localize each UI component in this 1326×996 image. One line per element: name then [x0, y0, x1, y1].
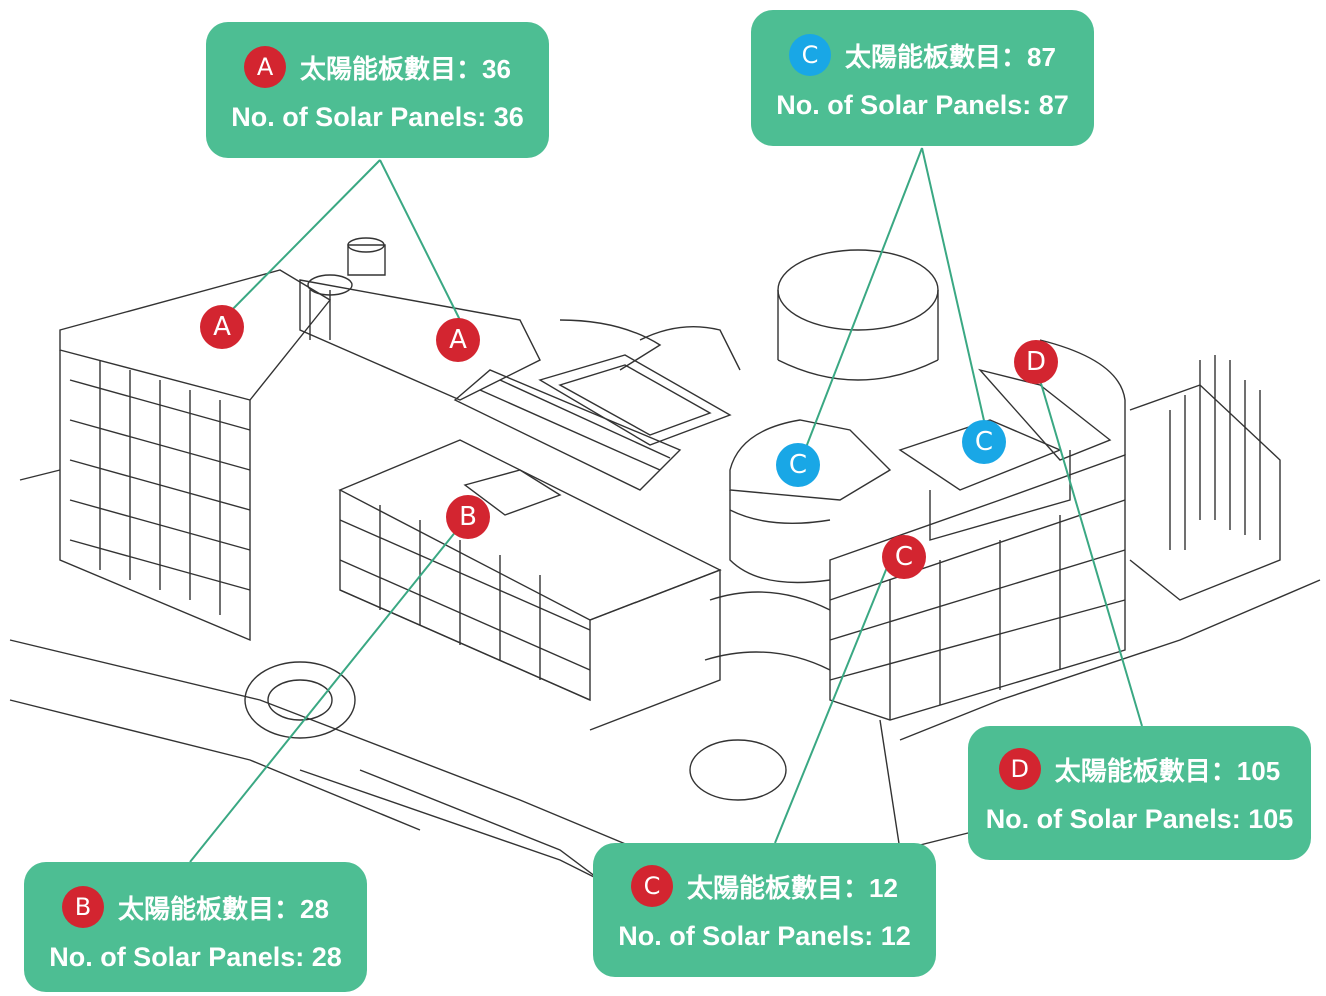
badge-d: D — [998, 748, 1041, 790]
badge-c-wall: C — [631, 865, 674, 907]
leader-d — [1039, 379, 1143, 727]
marker-c-wall: C — [882, 535, 926, 579]
callout-d: D 太陽能板數目：105 No. of Solar Panels: 105 — [968, 726, 1311, 860]
marker-a-left: A — [200, 305, 244, 349]
leader-c-wall — [774, 559, 891, 844]
callout-c-roof-zh-label: 太陽能板數目：87 — [845, 41, 1056, 72]
leader-c-left — [804, 147, 923, 451]
callout-a-zh-label: 太陽能板數目：36 — [300, 53, 511, 84]
callout-b-en-label: No. of Solar Panels: 28 — [49, 942, 342, 972]
callout-c-roof-en-label: No. of Solar Panels: 87 — [776, 90, 1069, 120]
marker-c-right: C — [962, 420, 1006, 464]
badge-c-roof: C — [789, 34, 832, 76]
callout-a: A 太陽能板數目：36 No. of Solar Panels: 36 — [206, 22, 549, 158]
leader-lines — [189, 147, 1143, 863]
callout-b-zh-label: 太陽能板數目：28 — [118, 893, 329, 924]
leader-a-right — [379, 159, 461, 321]
callout-c-wall-zh-label: 太陽能板數目：12 — [687, 872, 898, 903]
badge-b: B — [62, 886, 105, 928]
callout-b: B 太陽能板數目：28 No. of Solar Panels: 28 — [24, 862, 367, 992]
callout-a-en-label: No. of Solar Panels: 36 — [231, 102, 524, 132]
marker-c-left: C — [776, 443, 820, 487]
callout-c-wall-en-label: No. of Solar Panels: 12 — [618, 921, 911, 951]
leader-a-left — [221, 159, 381, 321]
callout-c-roof: C 太陽能板數目：87 No. of Solar Panels: 87 — [751, 10, 1094, 146]
callout-d-zh-label: 太陽能板數目：105 — [1054, 755, 1281, 786]
marker-a-right: A — [436, 318, 480, 362]
leader-c-right — [921, 147, 986, 426]
callout-d-en-label: No. of Solar Panels: 105 — [985, 804, 1294, 834]
leader-b — [189, 519, 466, 863]
callout-c-wall: C 太陽能板數目：12 No. of Solar Panels: 12 — [593, 843, 936, 977]
marker-d: D — [1014, 340, 1058, 384]
badge-a: A — [244, 46, 287, 88]
marker-b: B — [446, 495, 490, 539]
